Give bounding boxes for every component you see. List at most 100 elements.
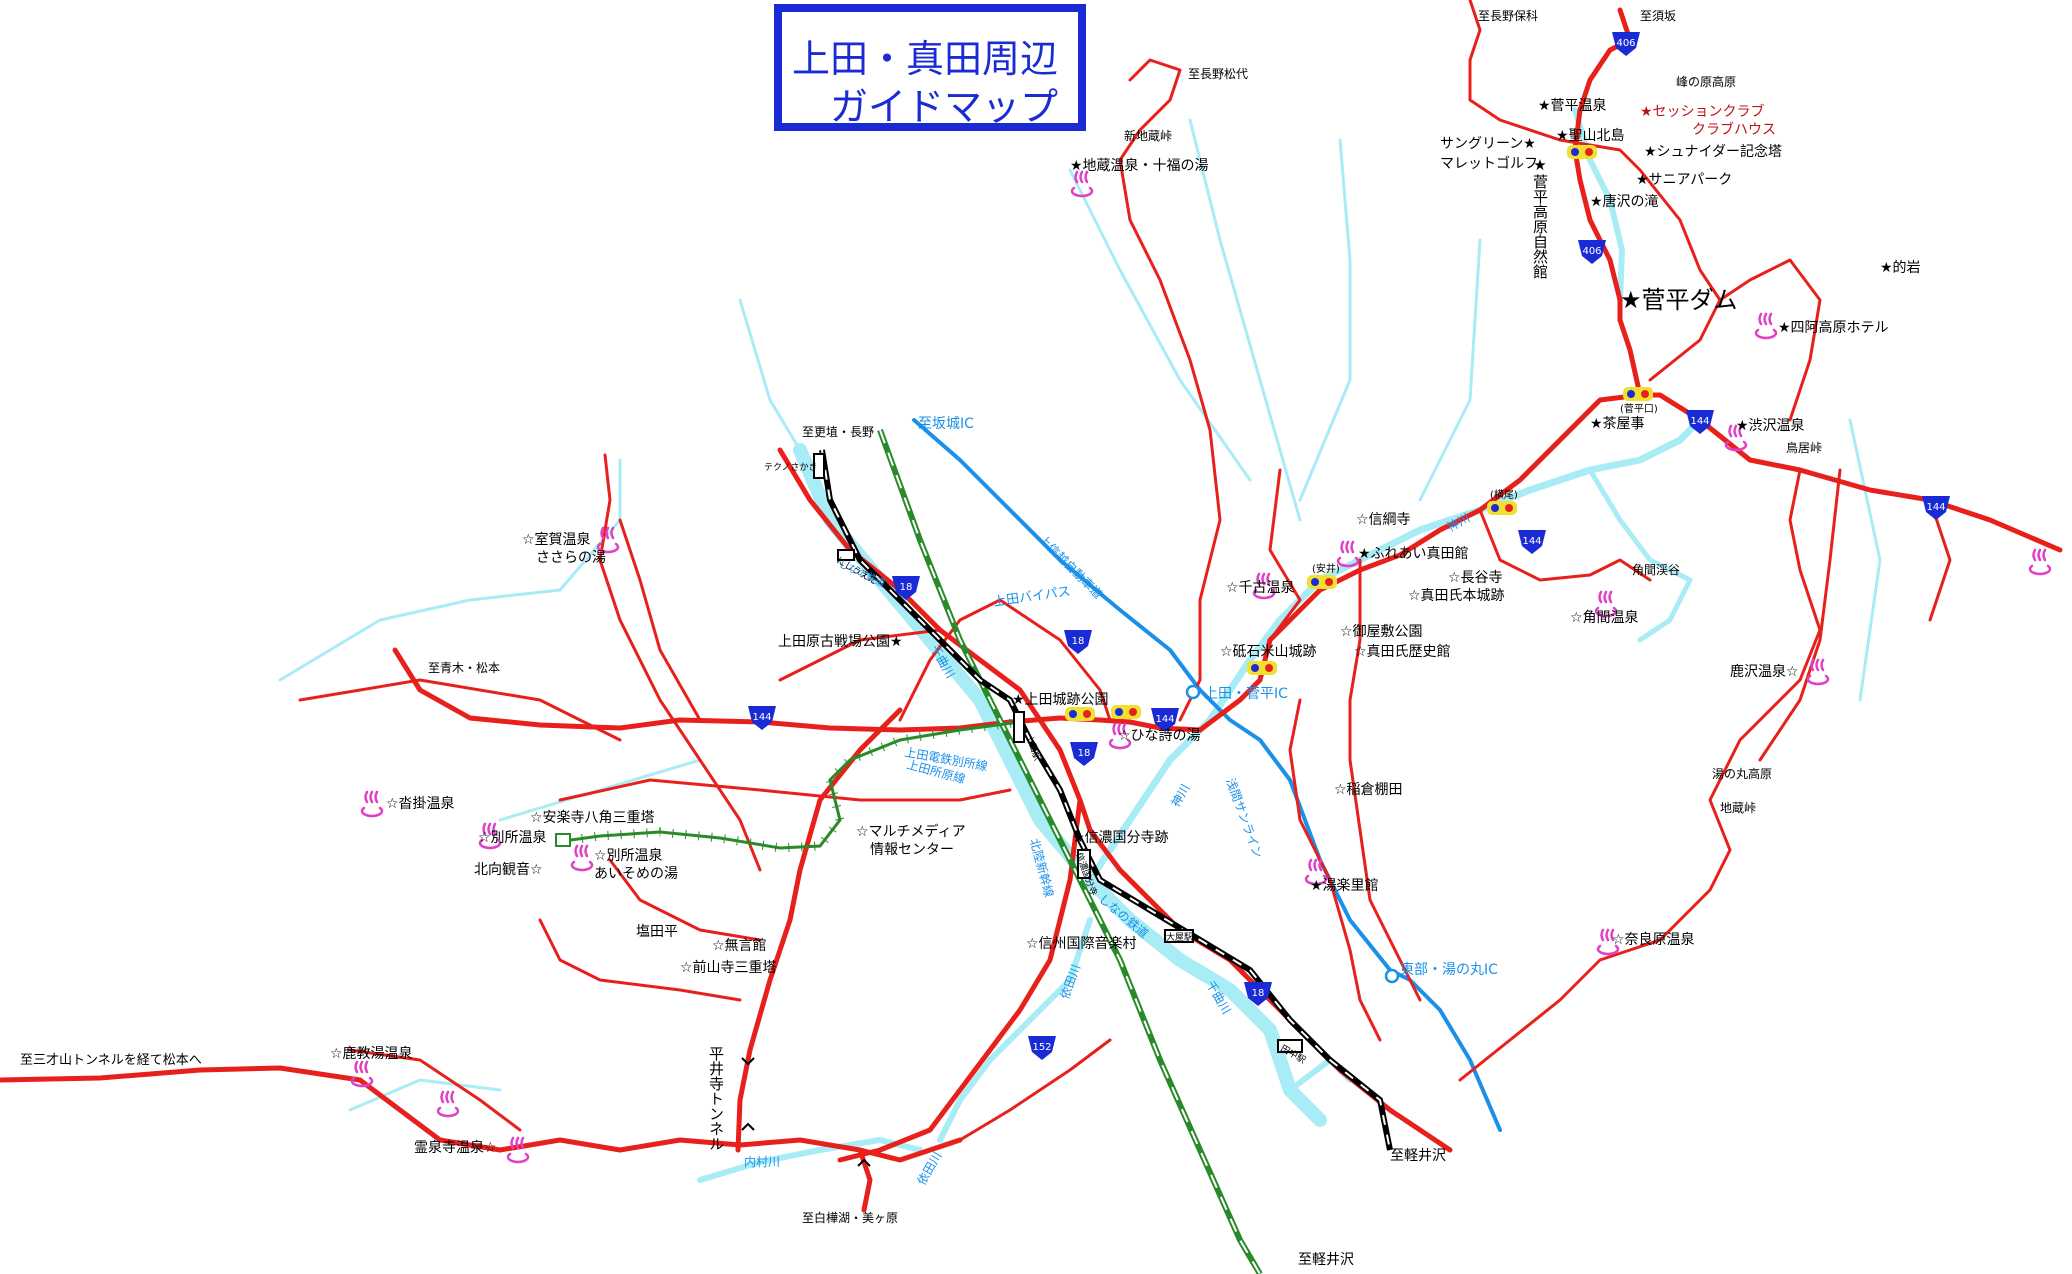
road-b18 <box>608 858 762 942</box>
tunnel-mark-icon <box>741 1122 755 1131</box>
place-label: ★渋沢温泉 <box>1736 417 1805 434</box>
place-label: 北向観音☆ <box>474 861 543 878</box>
place-label: ★唐沢の滝 <box>1590 193 1659 210</box>
place-label: 至三才山トンネルを経て松本へ <box>20 1053 202 1068</box>
place-label: ☆別所温泉 <box>594 847 663 864</box>
place-label: 至軽井沢 <box>1390 1148 1446 1164</box>
place-label: あいそめの湯 <box>594 865 678 882</box>
place-label: ささらの湯 <box>536 549 606 566</box>
route-shield-icon: 144 <box>1922 496 1950 520</box>
svg-text:144: 144 <box>1155 714 1174 725</box>
place-label: 至白樺湖・美ヶ原 <box>802 1210 898 1225</box>
station-tanaka <box>1277 1039 1303 1053</box>
traffic-signals <box>1065 145 1653 721</box>
road-b6 <box>998 598 1112 722</box>
joshinetsu-expressway <box>912 418 1502 1132</box>
place-label: 至坂城IC <box>918 416 974 432</box>
onsen-icon <box>1754 312 1778 340</box>
place-label: ☆ひな詩の湯 <box>1118 727 1201 744</box>
place-labels: 至長野保科 至須坂 峰の原高原 ★菅平温泉 ★セッションクラブ クラブハウス サ… <box>20 9 1921 1268</box>
place-label: 情報センター <box>870 842 954 858</box>
place-label: ☆真田氏歴史館 <box>1354 643 1451 660</box>
traffic-light-icon <box>1247 661 1277 675</box>
road-b19 <box>618 518 702 722</box>
svg-text:152: 152 <box>1032 1042 1051 1053</box>
svg-text:406: 406 <box>1582 246 1601 257</box>
onsen-icon <box>1252 572 1276 600</box>
station-ooya <box>1164 929 1194 943</box>
onsen-icon <box>1336 540 1360 568</box>
onsen-icon <box>478 822 502 850</box>
place-label: ★聖山北島 <box>1556 128 1625 144</box>
place-label: (菅平口) <box>1620 403 1658 415</box>
route-shield-icon: 144 <box>1686 410 1714 434</box>
road-b21 <box>958 1038 1112 1142</box>
expressway <box>912 418 1502 1132</box>
onsen-icon <box>360 790 384 818</box>
place-label: ☆稲倉棚田 <box>1334 782 1403 798</box>
place-label: ★菅平高原自然館 <box>1531 156 1549 279</box>
river-kakuma <box>1587 467 1693 643</box>
onsen-icon <box>1070 170 1094 198</box>
place-label: ★上田城跡公園 <box>1012 692 1109 708</box>
route-shield-icon: 144 <box>1151 708 1179 732</box>
road-b17 <box>538 918 742 1002</box>
onsen-icon <box>2028 548 2052 576</box>
place-label: ☆角間温泉 <box>1570 609 1639 626</box>
place-label: ★セッションクラブ <box>1640 103 1765 120</box>
station-shinanokokubunji <box>1077 849 1091 879</box>
route-shield-icon: 406 <box>1612 32 1640 56</box>
place-label: ★シュナイダー記念塔 <box>1644 143 1782 160</box>
traffic-light-icon <box>1065 707 1095 721</box>
river-thin1 <box>278 458 622 682</box>
line-label: 大屋駅 <box>1166 931 1193 943</box>
place-label: クラブハウス <box>1692 121 1776 138</box>
route-shield-icon: 406 <box>1578 240 1606 264</box>
place-label: ★信濃国分寺跡 <box>1072 830 1169 846</box>
place-label: 鳥居峠 <box>1786 440 1822 455</box>
place-label: ★菅平ダム <box>1620 286 1738 314</box>
place-label: 東部・湯の丸IC <box>1400 961 1498 978</box>
road-b3 <box>558 778 1012 802</box>
place-label: 上田原古戦場公園★ <box>778 634 903 650</box>
ic-circle-icon <box>1384 968 1400 984</box>
road-b15 <box>1558 138 1722 302</box>
onsen-icon <box>1594 590 1618 618</box>
svg-text:18: 18 <box>1252 988 1265 999</box>
traffic-light-icon <box>1567 145 1597 159</box>
tunnel-mark-icon <box>741 1057 755 1066</box>
map-title-line1: 上田・真田周辺 <box>791 37 1058 81</box>
interchanges <box>1185 684 1400 984</box>
place-label: 地蔵峠 <box>1720 800 1756 815</box>
place-label: 鹿沢温泉☆ <box>1730 663 1799 680</box>
onsen-icon <box>570 844 594 872</box>
onsen-icon <box>1724 424 1748 452</box>
route-hirai <box>735 707 903 1153</box>
stations <box>555 453 1303 1053</box>
place-label: ★四阿高原ホテル <box>1778 319 1889 336</box>
road-b14 <box>1468 0 1562 142</box>
onsen-icon <box>506 1136 530 1164</box>
onsen-symbols <box>350 170 2052 1164</box>
svg-text:18: 18 <box>1078 748 1091 759</box>
place-label: ☆御屋敷公園 <box>1340 624 1423 640</box>
place-label: ★ふれあい真田館 <box>1358 545 1469 562</box>
road-b10 <box>1348 558 1422 1002</box>
ic-circle-icon <box>1185 684 1201 700</box>
tunnel-mark-icon <box>857 1158 871 1167</box>
onsen-icon <box>1304 858 1328 886</box>
route-254-west <box>0 1065 963 1163</box>
place-label: ★的岩 <box>1880 260 1921 276</box>
road-b2 <box>298 678 622 742</box>
river-thin6 <box>1188 118 1302 522</box>
road-b11 <box>1478 508 1652 582</box>
line-label: 内村川 <box>744 1155 780 1169</box>
route-shield-icon: 144 <box>748 706 776 730</box>
place-label: (安井) <box>1312 562 1340 575</box>
road-b22 <box>1758 468 1842 762</box>
onsen-icon <box>350 1060 374 1088</box>
river-thin7 <box>738 298 802 452</box>
svg-text:144: 144 <box>752 712 771 723</box>
route-406-upper <box>1572 7 1643 398</box>
bessho-line <box>555 720 1021 850</box>
